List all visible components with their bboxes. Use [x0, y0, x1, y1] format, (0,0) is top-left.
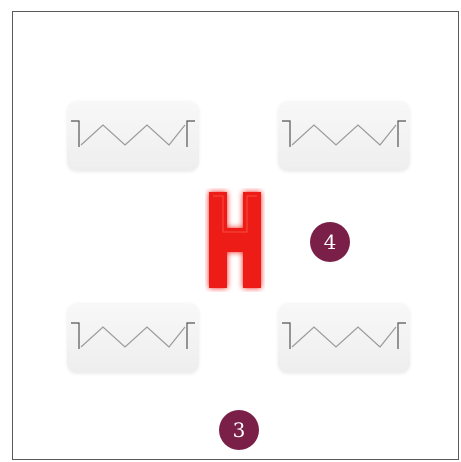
zigzag-plate-icon	[67, 101, 199, 171]
zigzag-plate-icon	[67, 303, 199, 373]
plate-bottom-left[interactable]	[67, 303, 199, 373]
marker-badge: 3	[219, 410, 259, 450]
game-board: 4 3	[12, 11, 459, 460]
red-h-block-icon	[205, 188, 265, 292]
zigzag-plate-icon	[278, 303, 410, 373]
plate-top-left[interactable]	[67, 101, 199, 171]
marker-badge: 4	[310, 222, 350, 262]
zigzag-plate-icon	[278, 101, 410, 171]
plate-bottom-right[interactable]	[278, 303, 410, 373]
red-h-block[interactable]	[205, 188, 265, 292]
plate-top-right[interactable]	[278, 101, 410, 171]
